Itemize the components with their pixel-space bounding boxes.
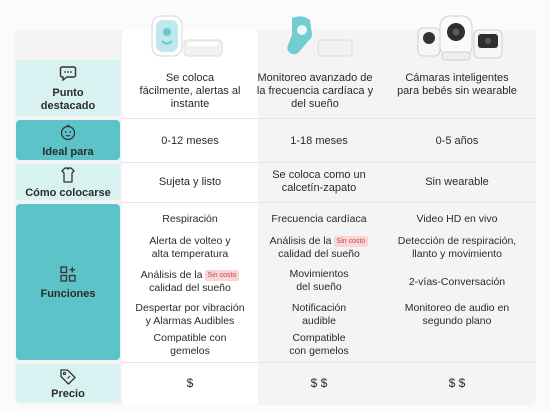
product-3-feature-3: 2-vías-Conversación — [408, 276, 506, 288]
product-1-feature-2: Alerta de volteo y alta temperatura — [149, 235, 231, 260]
baby-face-icon — [60, 124, 76, 140]
product-1-image — [151, 15, 223, 57]
row-label-highlight-text: Punto destacado — [40, 87, 96, 112]
row-label-wear: Cómo colocarse — [16, 164, 120, 200]
product-3-feature-4: Monitoreo de audio en segundo plano — [404, 302, 510, 327]
grid-plus-icon — [60, 265, 76, 282]
product-3-wear: Sin wearable — [425, 175, 489, 188]
product-2-feature-5: Compatible con gemelos — [289, 332, 349, 357]
product-3-feature-1: Video HD en vivo — [416, 213, 498, 225]
product-3-age: 0-5 años — [435, 134, 479, 147]
product-1-feature-4: Despertar por vibración y Alarmas Audibl… — [135, 302, 245, 327]
product-2-feature-3: Movimientos del sueño — [289, 268, 349, 293]
row-label-highlight: Punto destacado — [16, 60, 120, 116]
row-label-functions: Funciones — [16, 204, 120, 360]
row-label-wear-text: Cómo colocarse — [25, 186, 111, 199]
row-label-price: Precio — [16, 364, 120, 402]
product-1-highlight: Se coloca fácilmente, alertas al instant… — [139, 72, 241, 110]
row-divider-1 — [122, 118, 536, 119]
product-3-price: $ $ — [448, 375, 466, 390]
product-1-feature-3-text: Análisis de la — [140, 269, 203, 281]
product-3-image — [417, 15, 503, 61]
product-2-image — [287, 16, 353, 57]
onesie-icon — [61, 166, 75, 183]
product-1-wear: Sujeta y listo — [158, 175, 222, 188]
product-2-wear: Se coloca como un calcetín-zapato — [272, 169, 366, 194]
row-divider-4 — [122, 362, 536, 363]
product-2-age: 1-18 meses — [290, 134, 348, 147]
row-label-functions-text: Funciones — [40, 287, 96, 300]
product-3-feature-2: Detección de respiración, llanto y movim… — [397, 235, 517, 260]
product-2-feature-4: Notificación audible — [291, 302, 347, 327]
row-divider-2 — [122, 162, 536, 163]
chat-bubble-icon — [59, 66, 77, 82]
product-column-1-bg — [122, 30, 258, 405]
row-label-price-text: Precio — [51, 387, 85, 400]
product-1-feature-5: Compatible con gemelos — [153, 332, 227, 357]
product-2-feature-2-text2: calidad del sueño — [278, 247, 360, 260]
free-badge: Sin costo — [204, 270, 240, 281]
row-label-age: Ideal para — [16, 120, 120, 160]
row-label-age-text: Ideal para — [42, 145, 94, 158]
product-3-highlight: Cámaras inteligentes para bebés sin wear… — [397, 72, 517, 97]
product-1-age: 0-12 meses — [161, 134, 219, 147]
product-2-price: $ $ — [310, 375, 328, 390]
row-divider-3 — [122, 202, 536, 203]
product-2-feature-2-text: Análisis de la — [269, 235, 332, 247]
free-badge: Sin costo — [333, 236, 369, 247]
product-1-feature-1: Respiración — [162, 213, 218, 225]
product-2-highlight: Monitoreo avanzado de la frecuencia card… — [256, 72, 374, 110]
product-1-price: $ — [186, 375, 194, 390]
product-1-feature-3-text2: calidad del sueño — [149, 281, 231, 294]
price-tag-icon — [60, 368, 76, 385]
product-2-feature-1: Frecuencia cardíaca — [271, 213, 367, 225]
